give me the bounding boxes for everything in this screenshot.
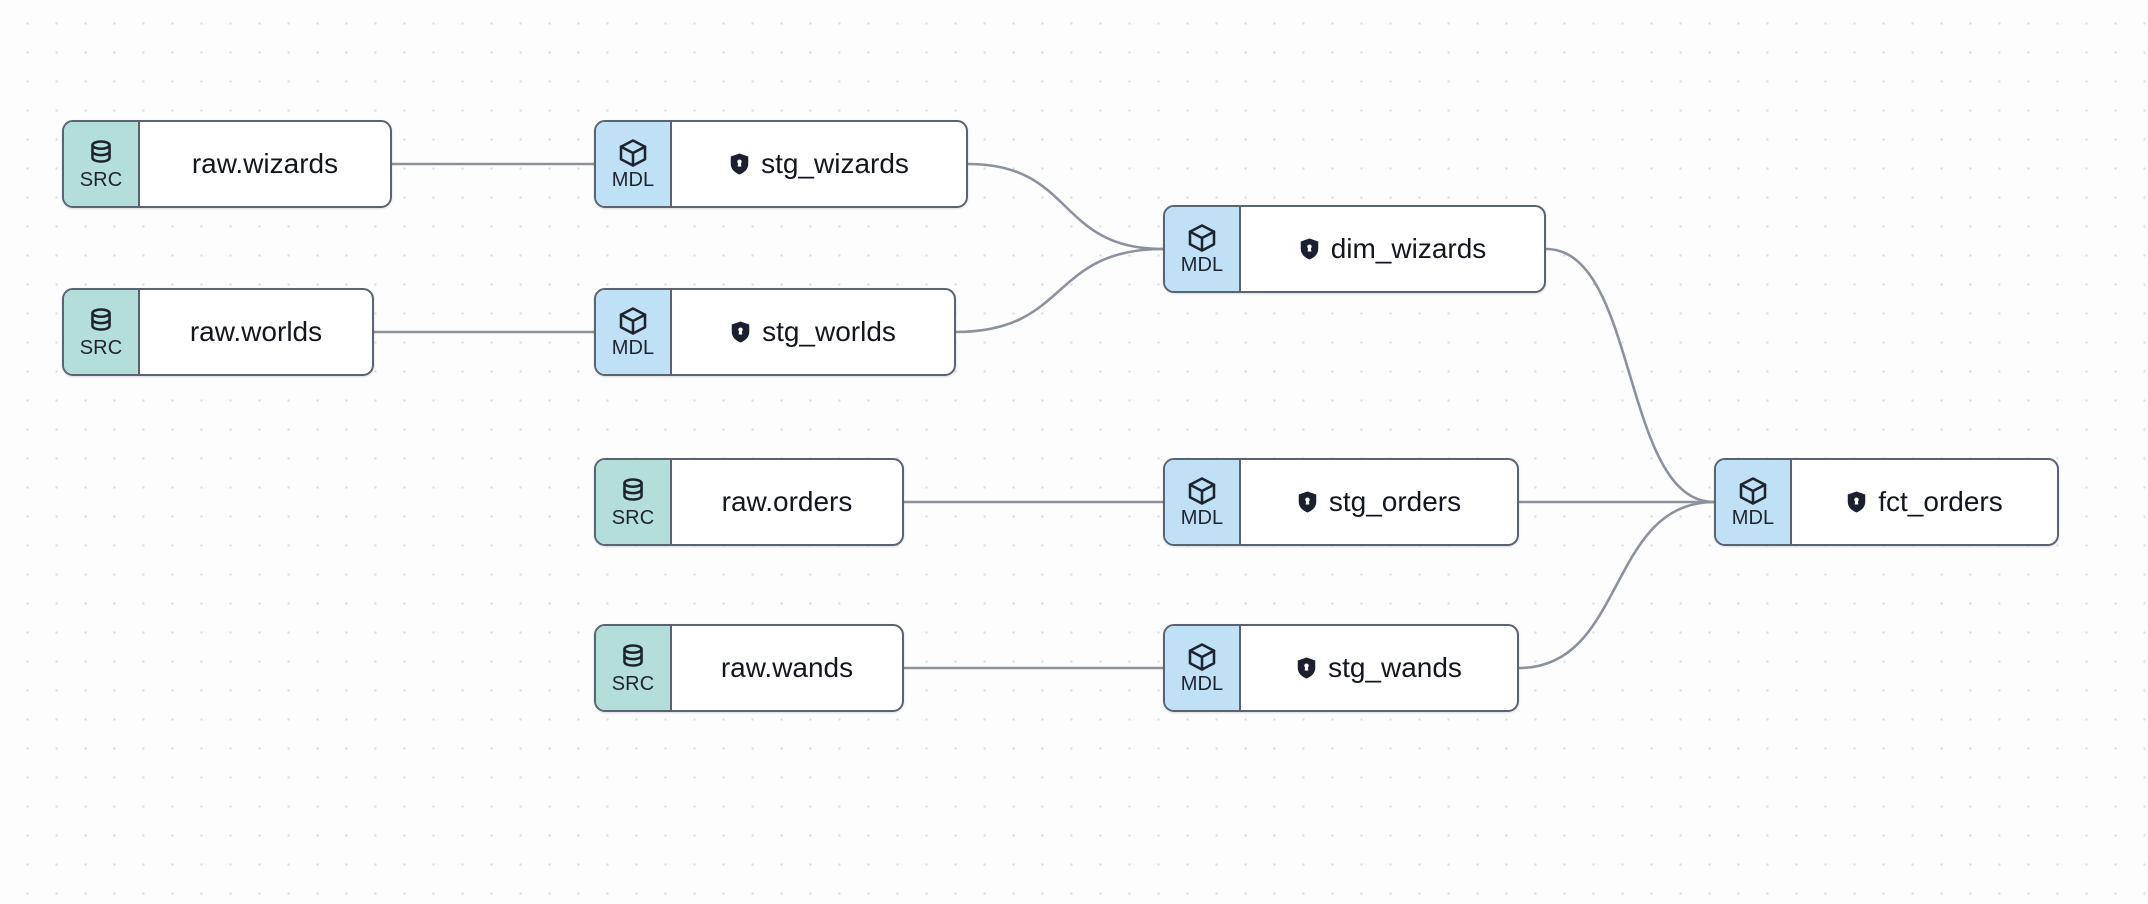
lineage-node-raw_wands[interactable]: SRC raw.wands bbox=[594, 624, 904, 712]
node-kind-badge-dim_wizards: MDL bbox=[1165, 207, 1241, 291]
database-icon bbox=[616, 475, 650, 507]
node-body-raw_worlds: raw.worlds bbox=[140, 290, 372, 374]
lineage-node-raw_orders[interactable]: SRC raw.orders bbox=[594, 458, 904, 546]
database-icon bbox=[84, 305, 118, 337]
node-kind-badge-stg_orders: MDL bbox=[1165, 460, 1241, 544]
cube-icon bbox=[616, 137, 650, 169]
node-label: stg_orders bbox=[1328, 486, 1462, 517]
node-kind-badge-raw_worlds: SRC bbox=[64, 290, 140, 374]
lineage-edge-stg_worlds-to-dim_wizards[interactable] bbox=[954, 247, 1165, 334]
node-body-stg_orders: stg_orders bbox=[1241, 460, 1517, 544]
lineage-edge-dim_wizards-to-fct_orders[interactable] bbox=[1544, 247, 1716, 504]
node-body-dim_wizards: dim_wizards bbox=[1241, 207, 1544, 291]
node-kind-badge-raw_wizards: SRC bbox=[64, 122, 140, 206]
shield-lock-icon bbox=[730, 320, 751, 344]
lineage-node-stg_orders[interactable]: MDL stg_orders bbox=[1163, 458, 1519, 546]
node-kind-label: SRC bbox=[79, 169, 123, 191]
database-icon bbox=[616, 641, 650, 673]
shield-lock-icon bbox=[1846, 490, 1867, 514]
node-kind-badge-stg_wizards: MDL bbox=[596, 122, 672, 206]
shield-lock-icon bbox=[1297, 490, 1318, 514]
node-kind-label: MDL bbox=[1731, 507, 1775, 529]
lineage-node-raw_wizards[interactable]: SRC raw.wizards bbox=[62, 120, 392, 208]
node-label: fct_orders bbox=[1878, 486, 2003, 517]
cube-icon bbox=[1185, 475, 1219, 507]
node-kind-label: SRC bbox=[611, 673, 655, 695]
lineage-edge-stg_wizards-to-dim_wizards[interactable] bbox=[966, 162, 1165, 251]
lineage-edge-stg_wands-to-fct_orders[interactable] bbox=[1517, 500, 1716, 670]
node-kind-label: MDL bbox=[1180, 673, 1224, 695]
cube-icon bbox=[1185, 222, 1219, 254]
node-body-stg_worlds: stg_worlds bbox=[672, 290, 954, 374]
node-kind-label: MDL bbox=[1180, 254, 1224, 276]
lineage-node-dim_wizards[interactable]: MDL dim_wizards bbox=[1163, 205, 1546, 293]
node-body-stg_wands: stg_wands bbox=[1241, 626, 1517, 710]
node-body-raw_orders: raw.orders bbox=[672, 460, 902, 544]
node-label: raw.orders bbox=[721, 486, 853, 517]
lineage-node-stg_wands[interactable]: MDL stg_wands bbox=[1163, 624, 1519, 712]
shield-lock-icon bbox=[729, 152, 750, 176]
node-kind-label: SRC bbox=[79, 337, 123, 359]
node-body-raw_wizards: raw.wizards bbox=[140, 122, 390, 206]
node-kind-label: MDL bbox=[611, 169, 655, 191]
node-label: raw.wands bbox=[720, 652, 854, 683]
node-body-raw_wands: raw.wands bbox=[672, 626, 902, 710]
lineage-node-stg_worlds[interactable]: MDL stg_worlds bbox=[594, 288, 956, 376]
cube-icon bbox=[1185, 641, 1219, 673]
node-kind-badge-raw_orders: SRC bbox=[596, 460, 672, 544]
node-body-fct_orders: fct_orders bbox=[1792, 460, 2057, 544]
node-label: raw.wizards bbox=[191, 148, 339, 179]
lineage-node-fct_orders[interactable]: MDL fct_orders bbox=[1714, 458, 2059, 546]
database-icon bbox=[84, 137, 118, 169]
shield-lock-icon bbox=[1296, 656, 1317, 680]
node-label: stg_wands bbox=[1328, 652, 1462, 683]
node-body-stg_wizards: stg_wizards bbox=[672, 122, 966, 206]
node-kind-badge-raw_wands: SRC bbox=[596, 626, 672, 710]
node-kind-label: MDL bbox=[1180, 507, 1224, 529]
node-kind-label: MDL bbox=[611, 337, 655, 359]
node-label: stg_wizards bbox=[761, 148, 909, 179]
node-kind-badge-stg_wands: MDL bbox=[1165, 626, 1241, 710]
node-label: stg_worlds bbox=[762, 316, 896, 347]
node-kind-badge-fct_orders: MDL bbox=[1716, 460, 1792, 544]
cube-icon bbox=[1736, 475, 1770, 507]
node-kind-badge-stg_worlds: MDL bbox=[596, 290, 672, 374]
lineage-node-stg_wizards[interactable]: MDL stg_wizards bbox=[594, 120, 968, 208]
shield-lock-icon bbox=[1299, 237, 1320, 261]
node-label: dim_wizards bbox=[1330, 233, 1487, 264]
node-kind-label: SRC bbox=[611, 507, 655, 529]
lineage-node-raw_worlds[interactable]: SRC raw.worlds bbox=[62, 288, 374, 376]
node-label: raw.worlds bbox=[189, 316, 323, 347]
cube-icon bbox=[616, 305, 650, 337]
